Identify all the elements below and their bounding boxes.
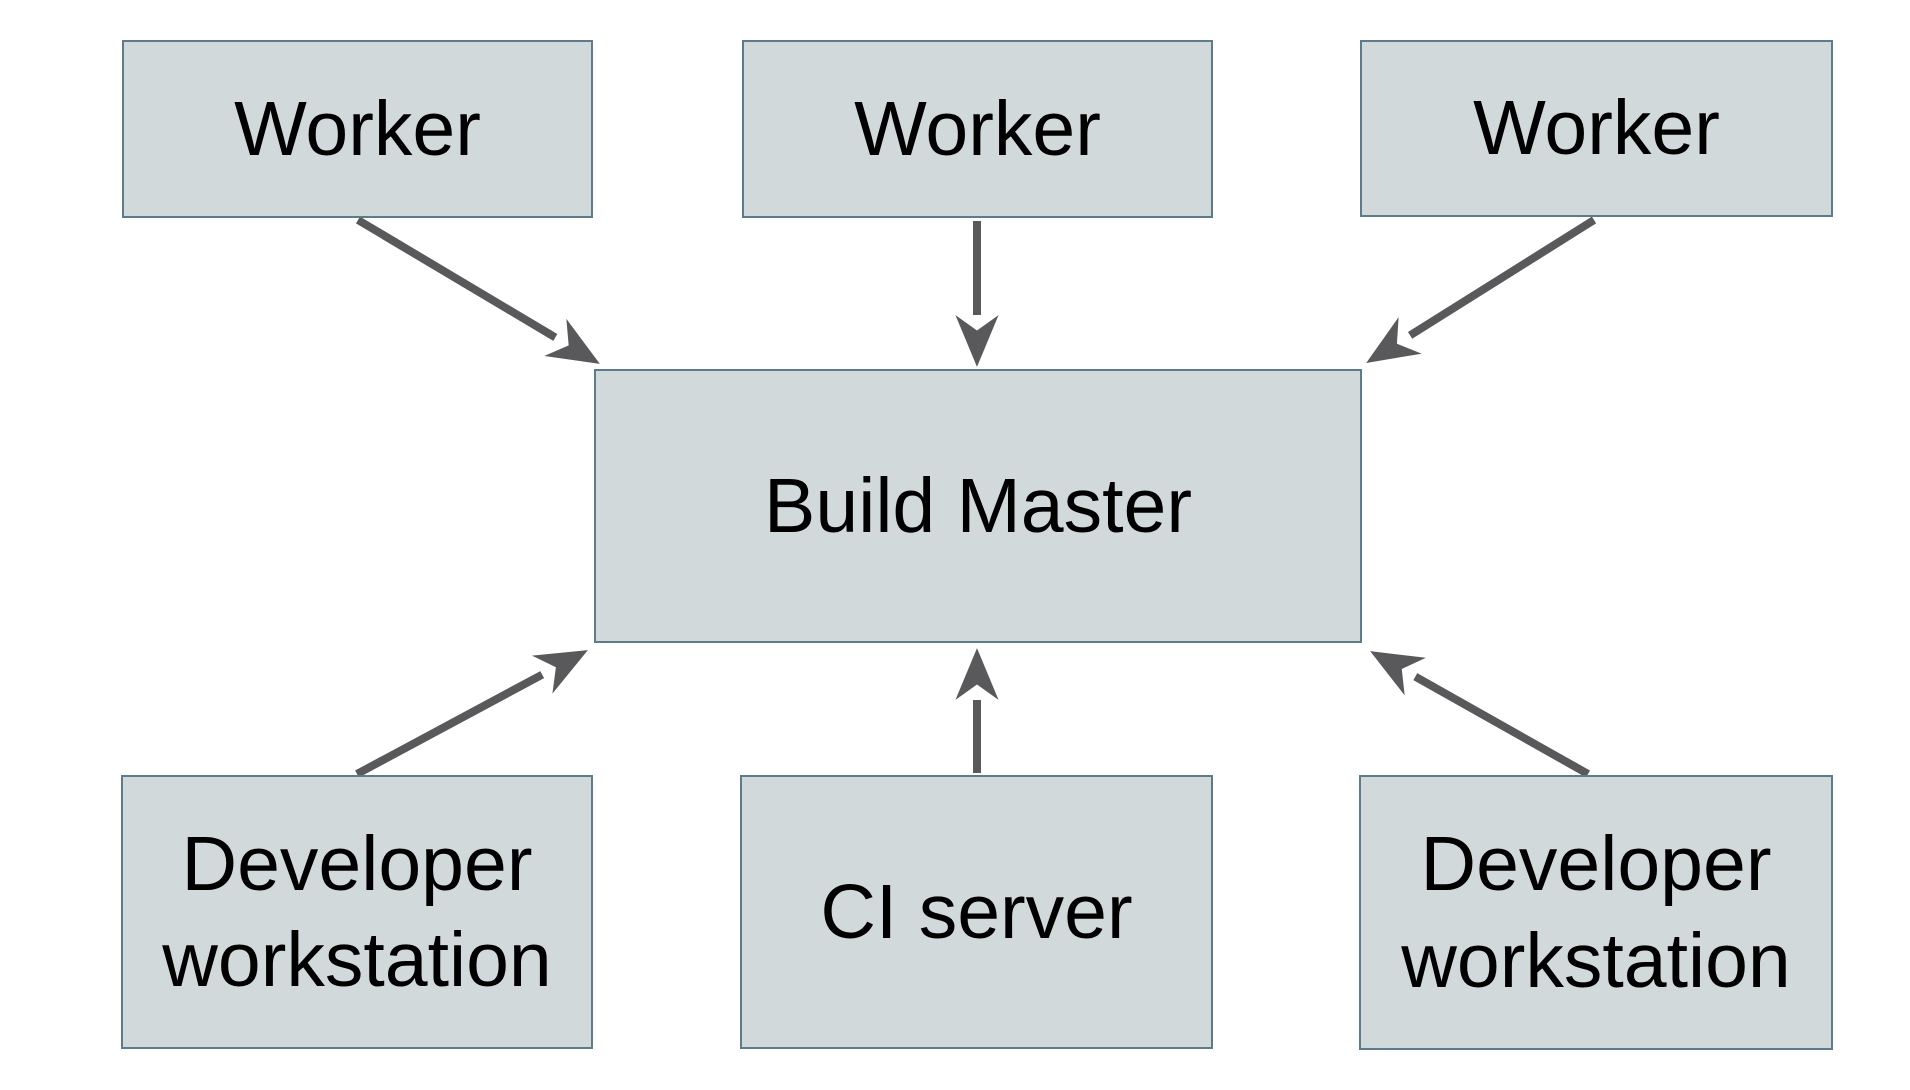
node-build-master: Build Master [594,369,1362,643]
arrow-developer-left-to-build-master [355,650,588,778]
node-label: Worker [234,85,481,172]
arrow-worker-left-to-build-master [355,216,600,364]
node-label: Worker [854,85,1101,172]
node-label: Developer workstation [162,820,552,1003]
node-worker-right: Worker [1360,40,1833,217]
arrow-worker-right-to-build-master [1366,216,1597,363]
node-label: Build Master [764,462,1192,549]
node-developer-workstation-left: Developer workstation [121,775,593,1049]
node-label: Worker [1473,85,1720,172]
node-ci-server: CI server [740,775,1213,1049]
arrow-developer-right-to-build-master [1370,651,1590,778]
node-worker-center: Worker [742,40,1213,218]
node-developer-workstation-right: Developer workstation [1359,775,1833,1050]
node-label: CI server [820,868,1133,955]
node-label: Developer workstation [1401,821,1791,1004]
node-worker-left: Worker [122,40,593,218]
